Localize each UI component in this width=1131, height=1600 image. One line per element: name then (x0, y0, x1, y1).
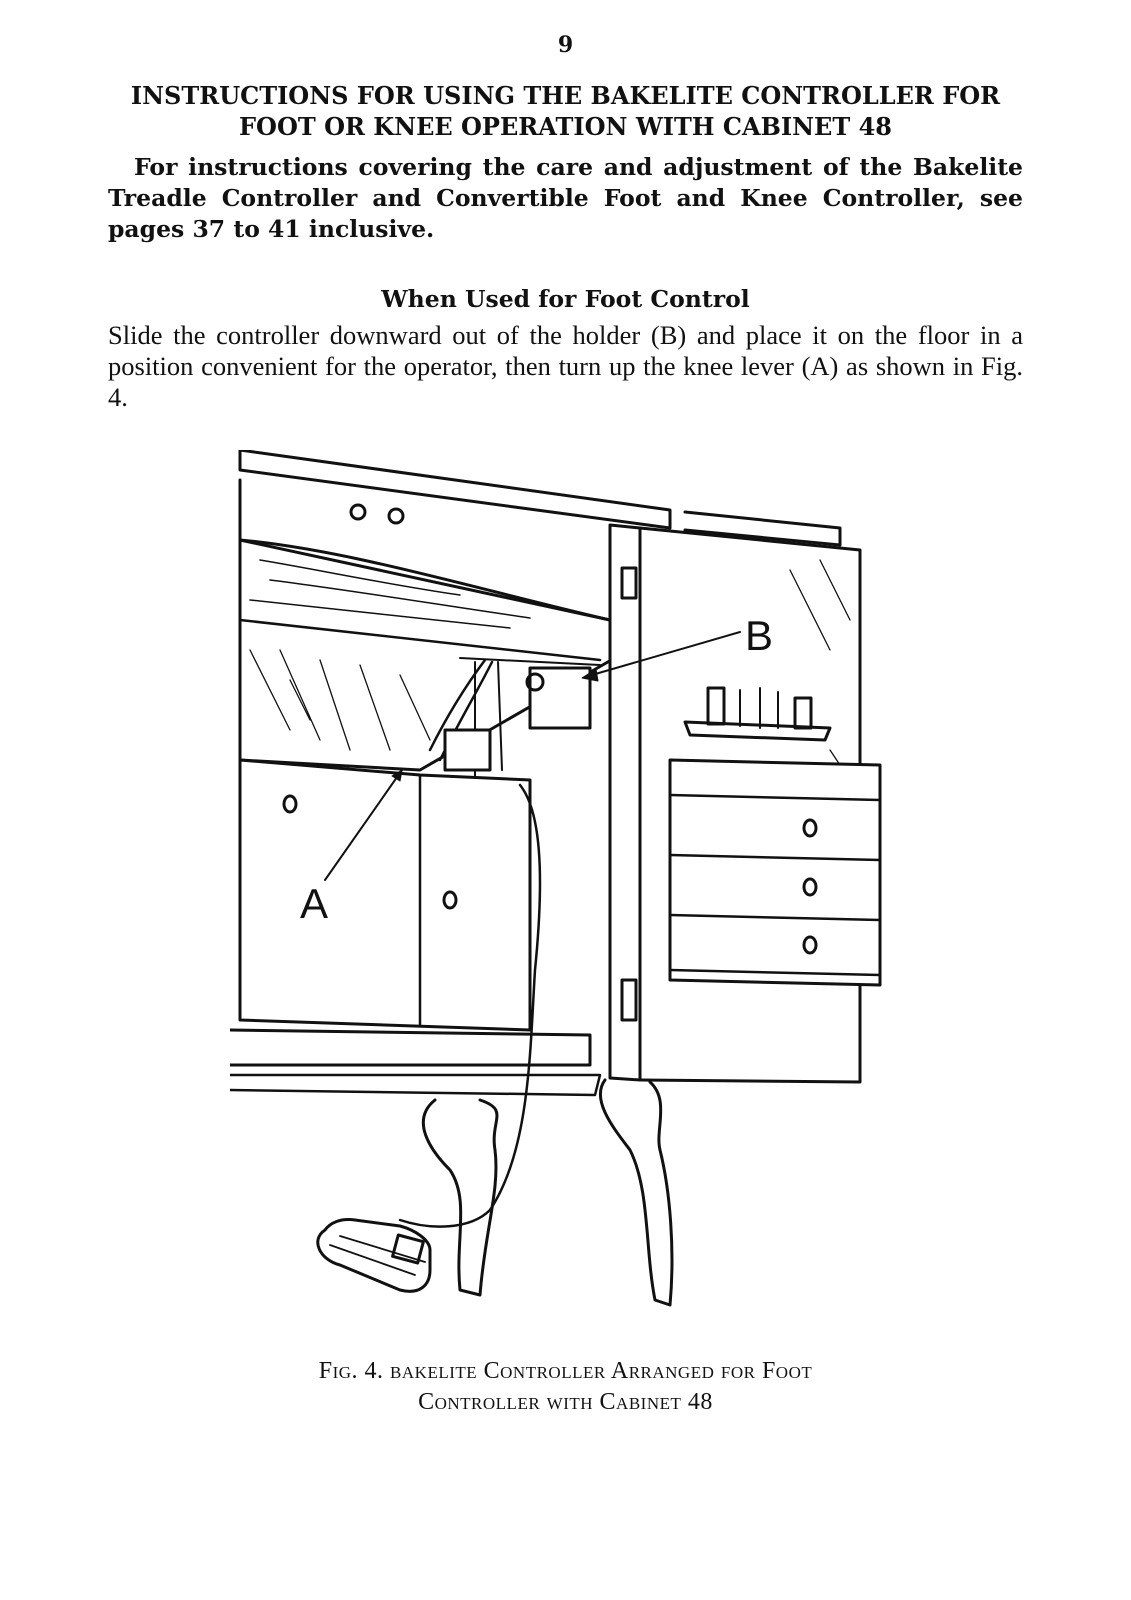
door-drawers (668, 758, 882, 987)
section-subheading: When Used for Foot Control (381, 285, 750, 313)
cabinet-legs (421, 1078, 674, 1307)
figure-caption: Fig. 4. bakelite Controller Arranged for… (108, 1356, 1023, 1418)
callout-arrow-b: B (581, 612, 773, 682)
controller-cord (398, 783, 542, 1228)
cabinet-top-board (238, 450, 842, 547)
foot-controller (316, 1218, 432, 1293)
heading-line-2: FOOT OR KNEE OPERATION WITH CABINET 48 (239, 112, 892, 141)
heading-line-1: INSTRUCTIONS FOR USING THE BAKELITE CONT… (130, 81, 1001, 110)
callout-arrow-a: A (300, 769, 403, 927)
page-number: 9 (557, 32, 574, 58)
page-heading: INSTRUCTIONS FOR USING THE BAKELITE CONT… (108, 80, 1023, 142)
caption-line-1: Fig. 4. bakelite Controller Arranged for… (318, 1358, 813, 1384)
cabinet-body (230, 758, 602, 1097)
intro-paragraph: For instructions covering the care and a… (108, 153, 1023, 243)
spool-rack (683, 686, 832, 742)
cabinet-illustration: A B (230, 450, 910, 1330)
cabinet-underside (238, 478, 622, 772)
body-paragraph: Slide the controller downward out of the… (108, 320, 1023, 412)
callout-label-b: B (745, 612, 773, 659)
callout-label-a: A (300, 880, 328, 927)
caption-line-2: Controller with Cabinet 48 (418, 1389, 713, 1415)
controller-holder (428, 657, 601, 786)
